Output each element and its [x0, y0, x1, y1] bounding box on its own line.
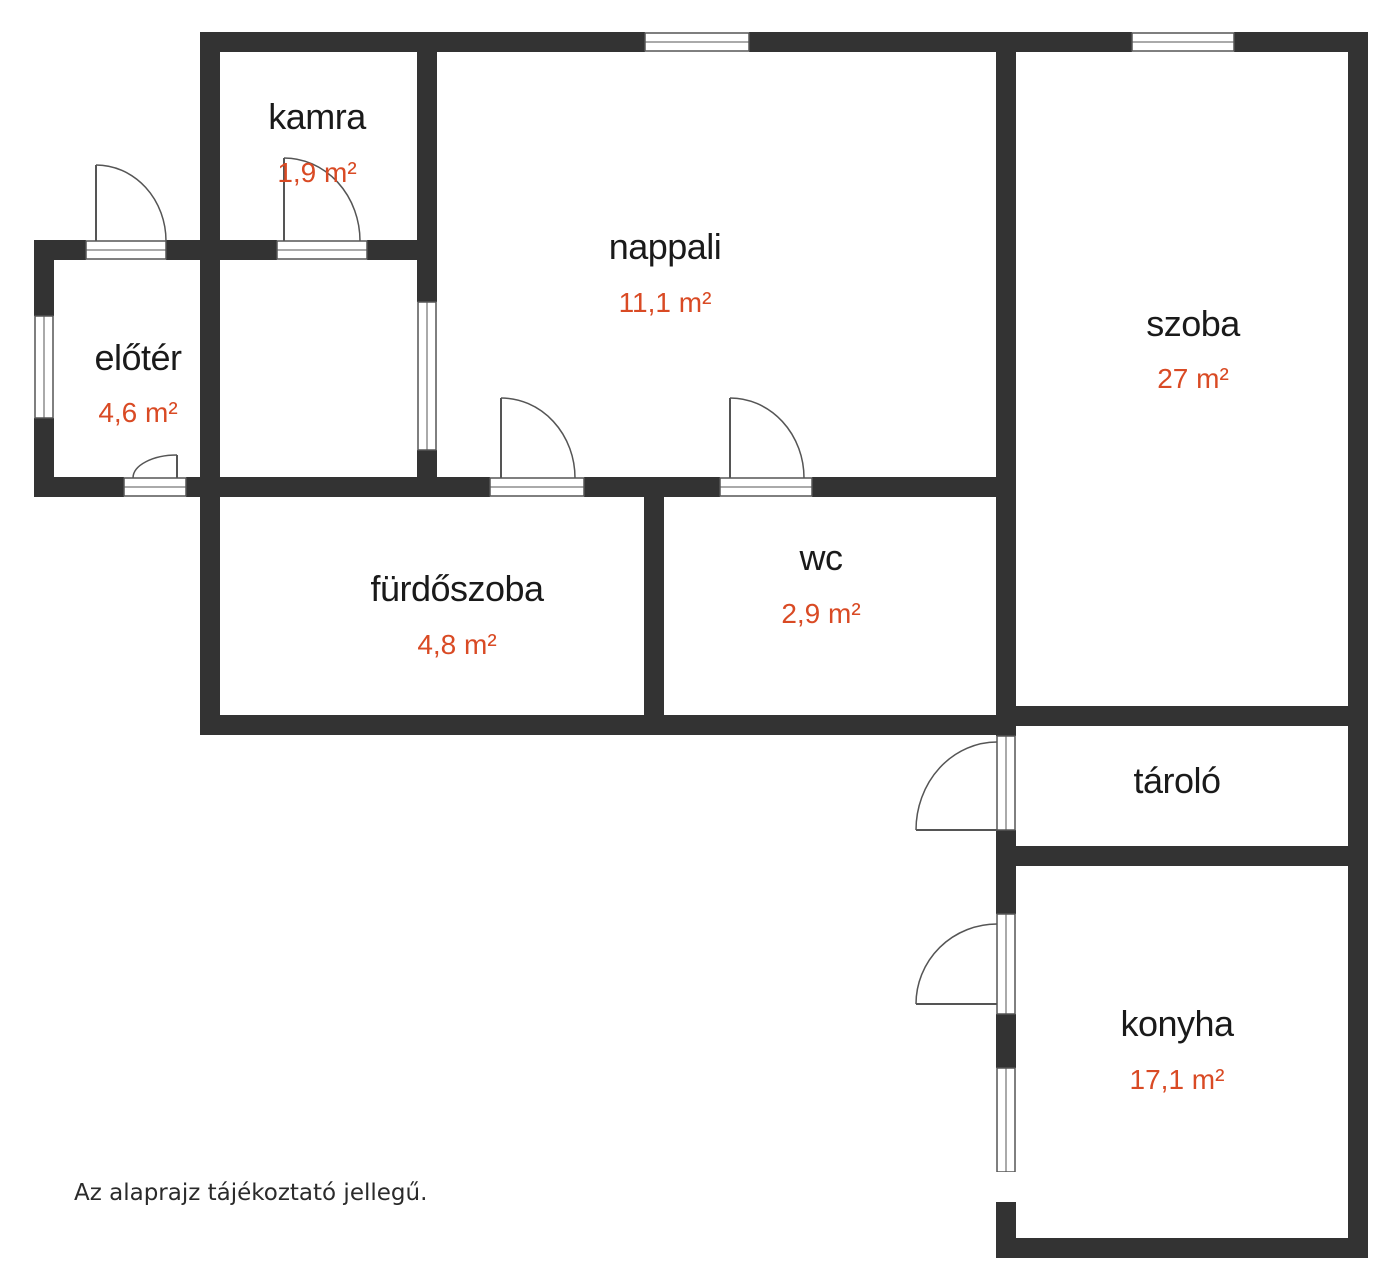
door-wc — [719, 397, 813, 497]
window-szoba-top — [1131, 32, 1235, 52]
wall-furdo-wc — [644, 477, 664, 735]
room-area-furdoszoba: 4,8 m² — [417, 629, 496, 660]
door-konyha — [915, 913, 1016, 1015]
room-area-nappali: 11,1 m² — [619, 287, 712, 318]
window-konyha-left — [996, 1067, 1016, 1173]
room-area-wc: 2,9 m² — [781, 598, 860, 629]
room-area-kamra: 1,9 m² — [277, 157, 356, 188]
door-furdoszoba — [489, 397, 585, 497]
room-labels: kamra 1,9 m² nappali 11,1 m² szoba 27 m²… — [94, 96, 1241, 1095]
wall-szoba-bottom — [996, 706, 1368, 726]
wall-middle — [186, 477, 1016, 497]
window-interior-nappali — [417, 301, 437, 451]
wall-konyha-bottom — [996, 1238, 1368, 1258]
room-name-tarolo: tároló — [1133, 760, 1220, 801]
room-area-eloter: 4,6 m² — [98, 397, 177, 428]
disclaimer-note: Az alaprajz tájékoztató jellegű. — [74, 1180, 428, 1206]
door-eloter-entrance — [85, 164, 167, 260]
doors — [85, 157, 1016, 1015]
room-name-nappali: nappali — [609, 226, 722, 267]
wall-bottom-main — [200, 715, 1016, 735]
room-name-szoba: szoba — [1146, 303, 1241, 344]
wall-right — [1348, 32, 1368, 1258]
wall-tarolo-bottom — [996, 846, 1368, 866]
room-name-eloter: előtér — [94, 337, 182, 378]
door-tarolo — [915, 735, 1016, 831]
door-kamra — [276, 157, 368, 260]
room-name-kamra: kamra — [268, 96, 367, 137]
room-name-konyha: konyha — [1120, 1003, 1235, 1044]
room-area-szoba: 27 m² — [1157, 363, 1229, 394]
room-name-wc: wc — [799, 537, 843, 578]
wall-left-upper — [200, 32, 220, 735]
room-name-furdoszoba: fürdőszoba — [370, 568, 545, 609]
window-nappali-top — [644, 32, 750, 52]
wall-gap-konyha — [996, 1172, 1016, 1202]
door-eloter-inner — [123, 454, 187, 497]
wall-top — [200, 32, 1368, 52]
window-eloter-left — [34, 315, 54, 419]
windows — [34, 32, 1235, 1202]
room-area-konyha: 17,1 m² — [1130, 1064, 1225, 1095]
